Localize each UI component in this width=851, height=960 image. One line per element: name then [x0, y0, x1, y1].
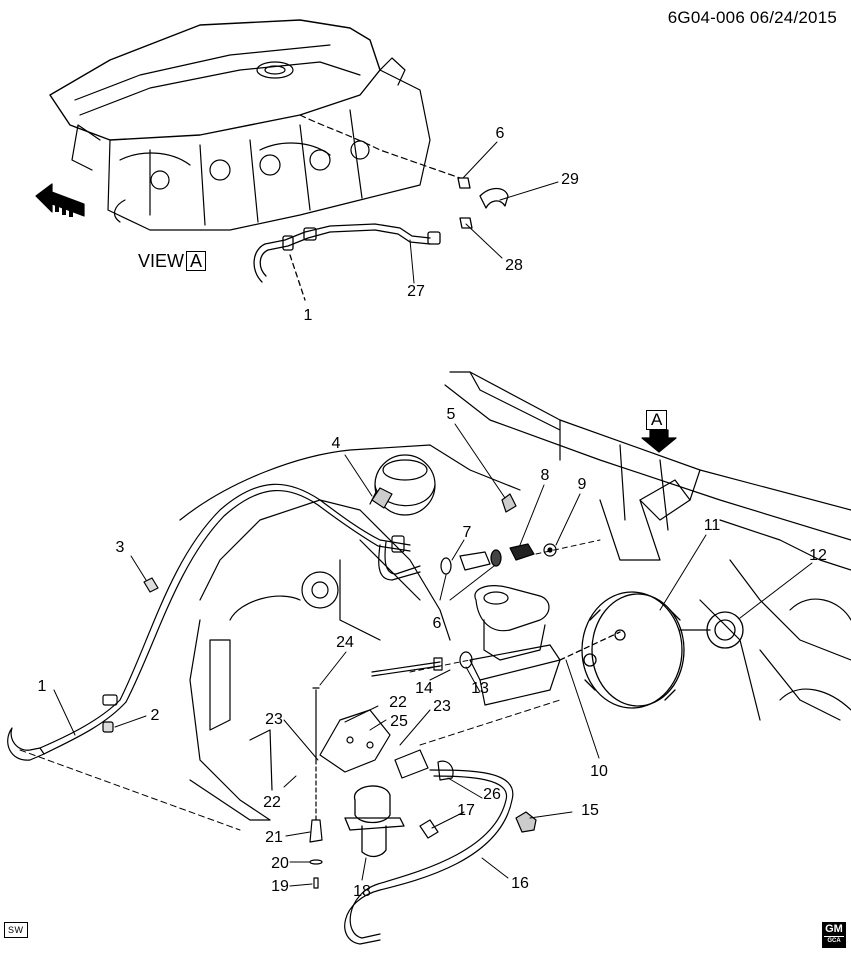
callout-19: 19: [271, 878, 289, 895]
brake-booster: [559, 591, 744, 709]
callout-10: 10: [590, 763, 608, 780]
callout-25: 25: [390, 713, 408, 730]
connector-26: [394, 749, 454, 781]
callout-18: 18: [353, 883, 371, 900]
callout-22-lower: 22: [263, 794, 281, 811]
callout-12: 12: [809, 547, 827, 564]
callout-20: 20: [271, 855, 289, 872]
callout-11: 11: [703, 517, 721, 534]
diagram-reference: 6G04-006 06/24/2015: [667, 8, 837, 27]
grommet-15: [515, 811, 537, 833]
master-cylinder: [459, 585, 561, 706]
callout-16: 16: [511, 875, 529, 892]
callout-27: 27: [407, 283, 425, 300]
sensor-5: [501, 493, 517, 513]
hose-16: [344, 769, 514, 945]
vacuum-hose-view-a: [253, 177, 509, 301]
callout-23-right: 23: [433, 698, 451, 715]
rod-14: [371, 657, 443, 677]
callout-2: 2: [150, 707, 160, 724]
body-structure: [179, 371, 851, 821]
engine-view-a: [49, 19, 461, 231]
callout-24: 24: [336, 634, 354, 651]
callout-1-main: 1: [37, 678, 47, 695]
callout-6: 6: [495, 125, 505, 142]
callout-28: 28: [505, 257, 523, 274]
callout-14: 14: [415, 680, 433, 697]
fasteners-19-21: [309, 687, 323, 889]
vacuum-line-1: [7, 483, 421, 761]
callout-8: 8: [540, 467, 550, 484]
leaders-main: [19, 423, 813, 887]
leaders-view-a: [409, 141, 559, 284]
clip-17: [419, 819, 439, 839]
check-valve-group: [440, 543, 557, 575]
callout-26: 26: [483, 786, 501, 803]
callout-17: 17: [457, 802, 475, 819]
front-arrow-icon: [35, 183, 85, 217]
callout-4: 4: [331, 435, 341, 452]
view-a-arrow: [641, 429, 677, 453]
arrow-a-label: A: [646, 410, 668, 430]
vacuum-pump: [344, 785, 405, 858]
callout-21: 21: [265, 829, 283, 846]
callout-13: 13: [471, 680, 489, 697]
callout-23-left: 23: [265, 711, 283, 728]
callout-29: 29: [561, 171, 579, 188]
callout-22-upper: 22: [389, 694, 407, 711]
callout-5: 5: [446, 406, 456, 423]
pump-bracket: [319, 709, 391, 773]
clip-2: [102, 721, 114, 733]
callout-1-view-a: 1: [303, 307, 313, 324]
callout-7: 7: [462, 524, 472, 541]
callout-3: 3: [115, 539, 125, 556]
clip-3: [143, 577, 159, 593]
callout-15: 15: [581, 802, 599, 819]
sw-badge: SW: [4, 922, 28, 938]
callout-6-main: 6: [432, 615, 442, 632]
callout-9: 9: [577, 476, 587, 493]
sensor-4: [369, 487, 393, 509]
